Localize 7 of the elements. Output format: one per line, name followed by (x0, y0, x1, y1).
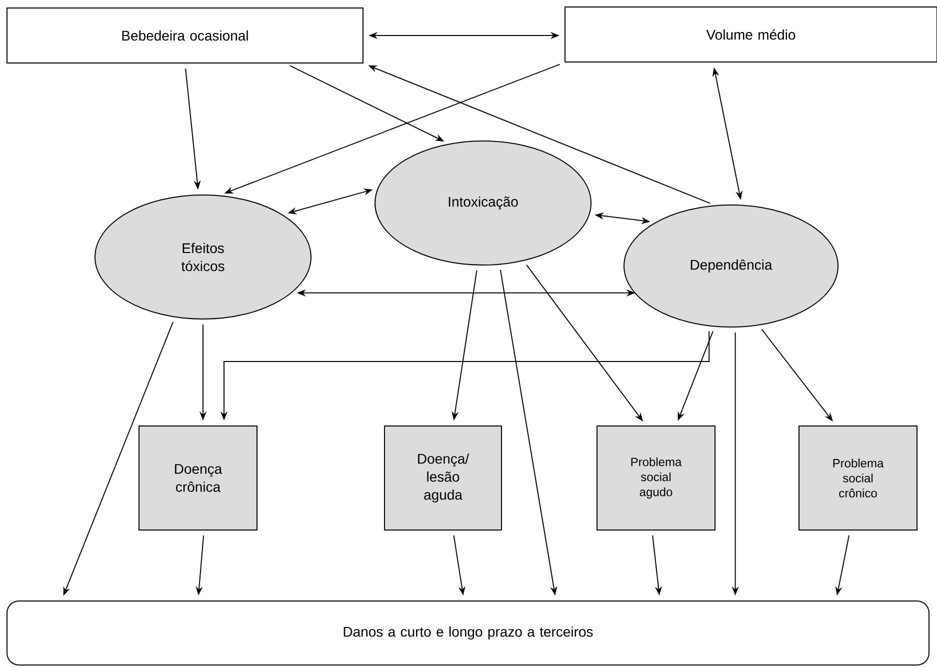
outcome-box: Doença/ lesão aguda (384, 426, 502, 530)
factor-box: Volume médio (564, 6, 937, 62)
outcome-box: Problema social crônico (798, 426, 918, 530)
outcome-box: Problema social agudo (596, 426, 716, 530)
outcome-box: Doença crônica (138, 426, 258, 530)
outcome-banner: Danos a curto e longo prazo a terceiros (6, 600, 930, 666)
factor-box: Bebedeira ocasional (6, 8, 364, 64)
